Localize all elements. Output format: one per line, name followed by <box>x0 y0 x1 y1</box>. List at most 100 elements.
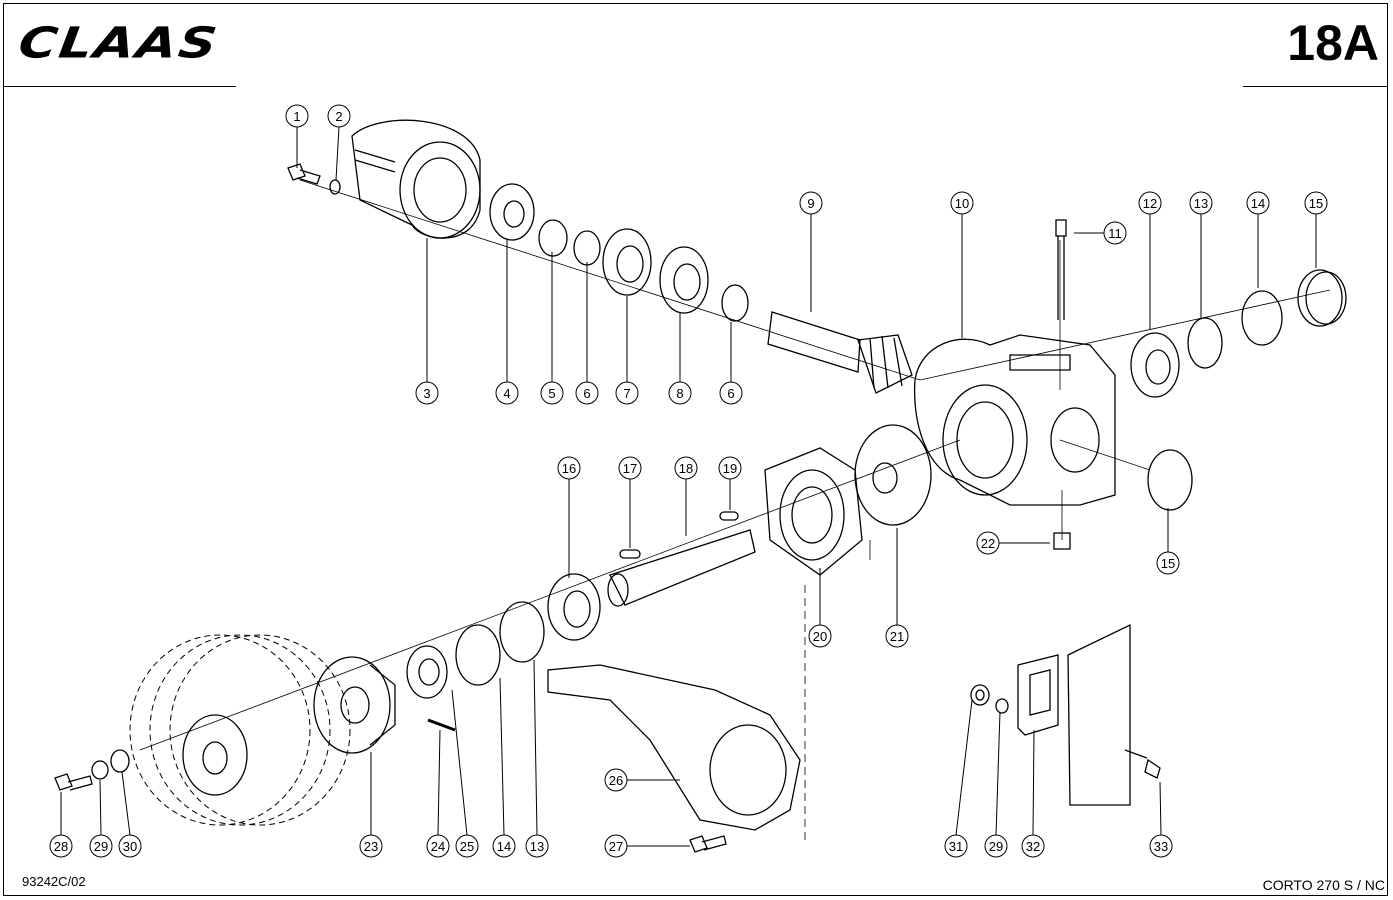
part-plate <box>1067 623 1131 806</box>
part-torque-arm-26 <box>547 664 801 831</box>
callout-label: 20 <box>813 629 827 644</box>
callout-circle <box>575 381 599 405</box>
callout-18: 18 <box>674 456 698 480</box>
callout-circle <box>1156 551 1180 575</box>
part-flange-housing-20 <box>764 447 863 576</box>
part-washer-30 <box>110 749 130 773</box>
callout-circle <box>718 456 742 480</box>
part-shaft-18 <box>607 529 756 607</box>
callout-8: 8 <box>668 381 692 405</box>
part-bolt-28 <box>54 773 93 791</box>
callout-29: 29 <box>89 834 113 858</box>
part-cap-15a <box>1297 269 1347 327</box>
callout-10: 10 <box>950 191 974 215</box>
callout-9: 9 <box>799 191 823 215</box>
callout-23: 23 <box>359 834 383 858</box>
callout-28: 28 <box>49 834 73 858</box>
callout-label: 11 <box>1108 226 1122 241</box>
callout-circle <box>359 834 383 858</box>
callout-19: 19 <box>718 456 742 480</box>
part-washer-29b <box>995 698 1009 714</box>
callout-16: 16 <box>557 456 581 480</box>
callout-label: 7 <box>623 386 630 401</box>
callout-label: 27 <box>609 839 623 854</box>
callout-13: 13 <box>1189 191 1213 215</box>
part-drain-plug-22 <box>1053 532 1071 550</box>
page-number: 18A <box>1287 15 1379 71</box>
callout-13: 13 <box>525 834 549 858</box>
part-pulley-hub <box>182 714 248 796</box>
callout-label: 18 <box>679 461 693 476</box>
callout-circle <box>285 104 309 128</box>
callout-27: 27 <box>604 834 628 858</box>
callout-circle <box>976 531 1000 555</box>
part-clamp-32 <box>1017 654 1059 736</box>
callout-label: 10 <box>955 196 969 211</box>
callout-label: 23 <box>364 839 378 854</box>
callout-label: 12 <box>1143 196 1157 211</box>
part-bearing-12 <box>1130 332 1180 398</box>
part-cover-sleeve-3 <box>351 119 481 239</box>
part-pulley <box>129 634 351 826</box>
callout-24: 24 <box>426 834 450 858</box>
callout-label: 19 <box>723 461 737 476</box>
part-washer-29a <box>91 760 109 780</box>
callout-label: 1 <box>293 109 300 124</box>
callout-circle <box>118 834 142 858</box>
part-pinion-shaft-9 <box>767 311 913 394</box>
part-roll-pin-24 <box>427 718 456 732</box>
callout-12: 12 <box>1138 191 1162 215</box>
callout-label: 29 <box>989 839 1003 854</box>
part-bolt-33 <box>1124 749 1161 779</box>
part-bolt-27 <box>689 835 727 853</box>
callout-26: 26 <box>604 768 628 792</box>
page-frame <box>3 3 1388 896</box>
callout-label: 3 <box>423 386 430 401</box>
callout-circle <box>799 191 823 215</box>
part-shim-13a <box>1187 317 1223 369</box>
part-shim-13b <box>499 601 545 663</box>
part-bearing-8 <box>659 246 709 314</box>
callout-circle <box>1138 191 1162 215</box>
callout-14: 14 <box>1246 191 1270 215</box>
part-shim-6b <box>721 284 749 322</box>
callout-label: 9 <box>807 196 814 211</box>
part-key-17 <box>619 549 641 559</box>
callout-4: 4 <box>495 381 519 405</box>
part-circlip-5 <box>538 219 568 257</box>
callout-circle <box>426 834 450 858</box>
callout-1: 1 <box>285 104 309 128</box>
part-seal-4 <box>489 183 535 241</box>
callout-label: 26 <box>609 773 623 788</box>
callout-label: 22 <box>981 536 995 551</box>
part-key-19 <box>719 511 739 521</box>
callout-circle <box>604 768 628 792</box>
callout-30: 30 <box>118 834 142 858</box>
callout-label: 33 <box>1154 839 1168 854</box>
callout-circle <box>415 381 439 405</box>
callout-circle <box>944 834 968 858</box>
part-bearing-16 <box>547 573 601 641</box>
callout-29: 29 <box>984 834 1008 858</box>
callout-circle <box>495 381 519 405</box>
callout-circle <box>674 456 698 480</box>
callout-circle <box>492 834 516 858</box>
callout-label: 31 <box>949 839 963 854</box>
callout-31: 31 <box>944 834 968 858</box>
axis-lines <box>139 179 1331 840</box>
part-seal-25 <box>406 645 448 699</box>
part-bolt-1 <box>287 163 321 185</box>
callout-circle <box>455 834 479 858</box>
callout-label: 21 <box>890 629 904 644</box>
callout-circle <box>525 834 549 858</box>
callout-6: 6 <box>719 381 743 405</box>
callout-label: 14 <box>1251 196 1265 211</box>
callout-11: 11 <box>1103 221 1127 245</box>
part-cap-15b <box>1147 449 1193 511</box>
callout-6: 6 <box>575 381 599 405</box>
machine-model: CORTO 270 S / NC <box>1262 877 1385 893</box>
part-shim-6a <box>573 230 601 266</box>
